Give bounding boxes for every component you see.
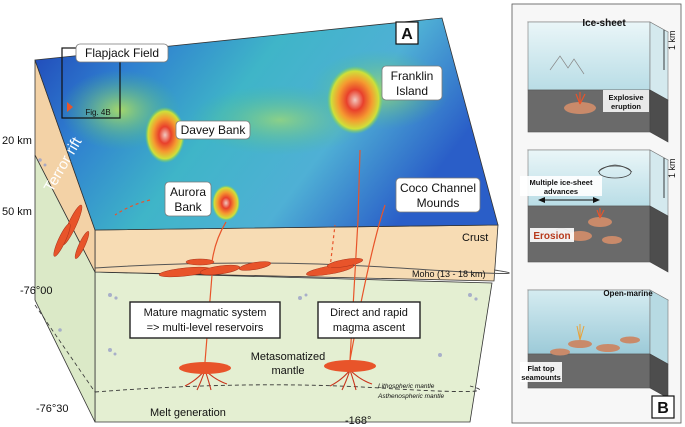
davey-bank-label: Davey Bank bbox=[181, 123, 247, 137]
panel-a-tag: A bbox=[401, 26, 413, 43]
stage2-scale: 1 km bbox=[667, 158, 677, 178]
stage3-title: Open-marine bbox=[603, 289, 653, 298]
panel-a: Flapjack Field Fig. 4B Davey Bank Frankl… bbox=[2, 17, 510, 427]
melt-zone-right bbox=[324, 360, 376, 372]
franklin-island-volcano bbox=[327, 66, 383, 134]
erosion-label-box bbox=[530, 228, 574, 242]
panel-b: Ice-sheet 1 km Explosive eruption 1 km M… bbox=[511, 3, 682, 424]
davey-bank-volcano bbox=[145, 107, 185, 163]
asthenospheric-mantle-label: Asthenospheric mantle bbox=[377, 393, 445, 400]
stage2-note-box bbox=[520, 176, 602, 196]
mature-system-box bbox=[129, 301, 281, 339]
panel-b-tag-box bbox=[651, 395, 675, 419]
mature-system-line1: Mature magmatic system bbox=[144, 307, 267, 319]
melt-zone-left bbox=[179, 362, 231, 374]
aurora-label-box bbox=[164, 181, 212, 217]
direct-ascent-line1: Direct and rapid bbox=[330, 307, 408, 319]
stage1-note-box bbox=[603, 90, 649, 112]
aurora-label-line1: Aurora bbox=[170, 185, 206, 199]
lon-168: -168° bbox=[345, 415, 371, 427]
direct-ascent-box bbox=[317, 301, 421, 339]
stage2-note-line1: Multiple ice-sheet bbox=[530, 178, 593, 187]
metasomatized-line2: mantle bbox=[271, 365, 304, 377]
stage3-note-box bbox=[520, 362, 562, 382]
lab-boundary bbox=[94, 384, 480, 393]
depth-50km: 50 km bbox=[2, 206, 32, 218]
panel-b-tag: B bbox=[657, 400, 669, 417]
magma-lenses bbox=[53, 204, 363, 278]
franklin-label-line2: Island bbox=[396, 84, 428, 98]
lithospheric-mantle-label: Lithospheric mantle bbox=[378, 383, 435, 390]
stage1-note-line1: Explosive bbox=[608, 93, 643, 102]
fluid-bubbles bbox=[38, 158, 478, 357]
moho-line bbox=[94, 262, 510, 275]
lat-76-00: -76°00 bbox=[20, 285, 53, 297]
stage3-note-line1: Flat top bbox=[527, 364, 554, 373]
stage2-note-line2: advances bbox=[544, 187, 578, 196]
aurora-label-line2: Bank bbox=[174, 200, 202, 214]
lab-boundary-side bbox=[34, 304, 96, 393]
direct-ascent-line2: magma ascent bbox=[333, 322, 405, 334]
erosion-label: Erosion bbox=[533, 231, 570, 242]
stage1-note-line2: eruption bbox=[611, 102, 641, 111]
stage2-block bbox=[526, 149, 670, 273]
franklin-label-line1: Franklin bbox=[391, 69, 434, 83]
fig4b-label: Fig. 4B bbox=[85, 108, 110, 117]
stage1-scale: 1 km bbox=[667, 30, 677, 50]
moho-label: Moho (13 - 18 km) bbox=[412, 269, 486, 279]
melt-roots bbox=[184, 369, 373, 391]
metasomatized-line1: Metasomatized bbox=[251, 351, 326, 363]
coco-label-line2: Mounds bbox=[417, 196, 460, 210]
davey-label-box bbox=[175, 120, 251, 140]
stage1-title: Ice-sheet bbox=[582, 18, 626, 29]
crust-label: Crust bbox=[462, 232, 488, 244]
coco-label-box bbox=[395, 177, 481, 213]
panel-a-tag-box bbox=[395, 21, 419, 45]
stage3-note-line2: seamounts bbox=[521, 373, 561, 382]
coco-label-line1: Coco Channel bbox=[400, 181, 476, 195]
lat-76-30: -76°30 bbox=[36, 403, 69, 415]
mature-system-line2: => multi-level reservoirs bbox=[147, 322, 264, 334]
franklin-label-box bbox=[381, 65, 443, 101]
melt-generation-label: Melt generation bbox=[150, 407, 226, 419]
flapjack-field-label: Flapjack Field bbox=[85, 46, 159, 60]
stage1-block bbox=[526, 21, 670, 143]
aurora-bank-volcano bbox=[212, 185, 240, 221]
fig4b-pointer bbox=[67, 102, 73, 112]
depth-20km: 20 km bbox=[2, 135, 32, 147]
flapjack-label-box bbox=[75, 43, 169, 63]
